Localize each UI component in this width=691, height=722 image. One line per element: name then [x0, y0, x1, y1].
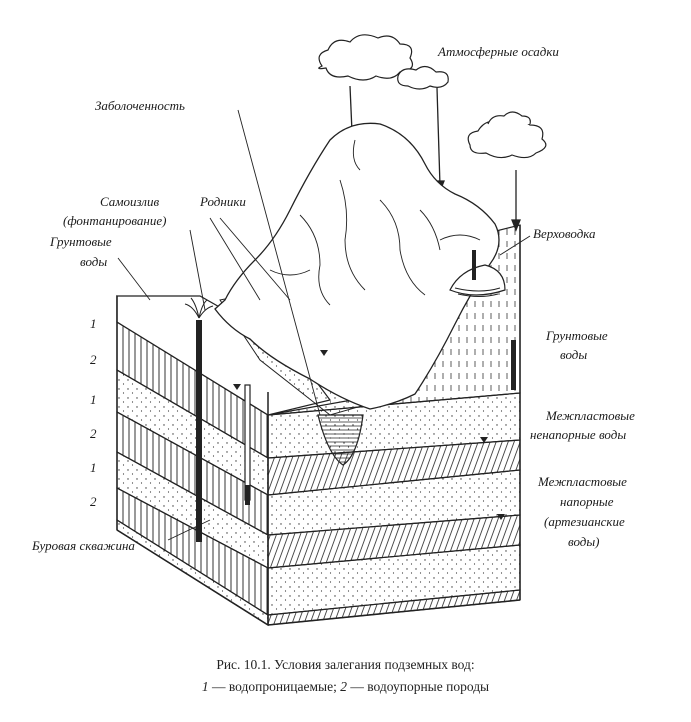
nonpressure-label-line1: Межпластовые [546, 408, 635, 423]
right-face-strata [267, 392, 521, 626]
layer-number: 2 [90, 494, 97, 509]
figure-caption-line1: Рис. 10.1. Условия залегания подземных в… [216, 657, 475, 672]
mountain-contours [269, 139, 481, 306]
pressure-label-line2: напорные [560, 494, 614, 509]
groundwater-right-label-line2: воды [560, 347, 588, 362]
pressure-label-line4: воды) [568, 534, 600, 549]
borehole [196, 250, 516, 542]
layer-number: 1 [90, 460, 97, 475]
block-outline [116, 225, 521, 626]
caption-number-2: 2 [340, 679, 347, 694]
groundwater-left-label-line2: воды [80, 254, 108, 269]
layer-number: 2 [90, 352, 97, 367]
nonpressure-label-line2: ненапорные воды [530, 427, 627, 442]
pressure-label-line3: (артезианские [544, 514, 625, 529]
springs-label: Родники [200, 194, 246, 209]
layer-number: 2 [90, 426, 97, 441]
layer-number: 1 [90, 316, 97, 331]
groundwater-right-label-line1: Грунтовые [546, 328, 608, 343]
caption-number-1: 1 [201, 679, 209, 694]
perched-water-lens [449, 264, 506, 297]
layer-number: 1 [90, 392, 97, 407]
leader-lines [117, 109, 531, 541]
cloud-icon [318, 34, 449, 90]
self-outflow-label-line2: (фонтанирование) [63, 213, 167, 228]
precipitation-label: Атмосферные осадки [438, 44, 559, 59]
perched-water-label: Верховодка [533, 226, 596, 241]
cloud-icon [467, 111, 547, 159]
swamping-label: Заболоченность [95, 98, 185, 113]
swamp-lens [317, 414, 364, 466]
fountain-icon [184, 297, 214, 319]
groundwater-left-label-line1: Грунтовые [50, 234, 112, 249]
caption-text-2: — водоупорные породы [346, 679, 490, 694]
mountain [214, 122, 500, 410]
borehole-label: Буровая скважина [32, 538, 135, 553]
water-level-marks [233, 350, 505, 520]
left-face-strata [116, 294, 269, 627]
pressure-label-line1: Межпластовые [538, 474, 627, 489]
caption-text-1: — водопроницаемые; [208, 679, 341, 694]
self-outflow-label-line1: Самоизлив [100, 194, 160, 209]
figure-caption-line2: 1 — водопроницаемые; 2 — водоупорные пор… [0, 676, 691, 697]
